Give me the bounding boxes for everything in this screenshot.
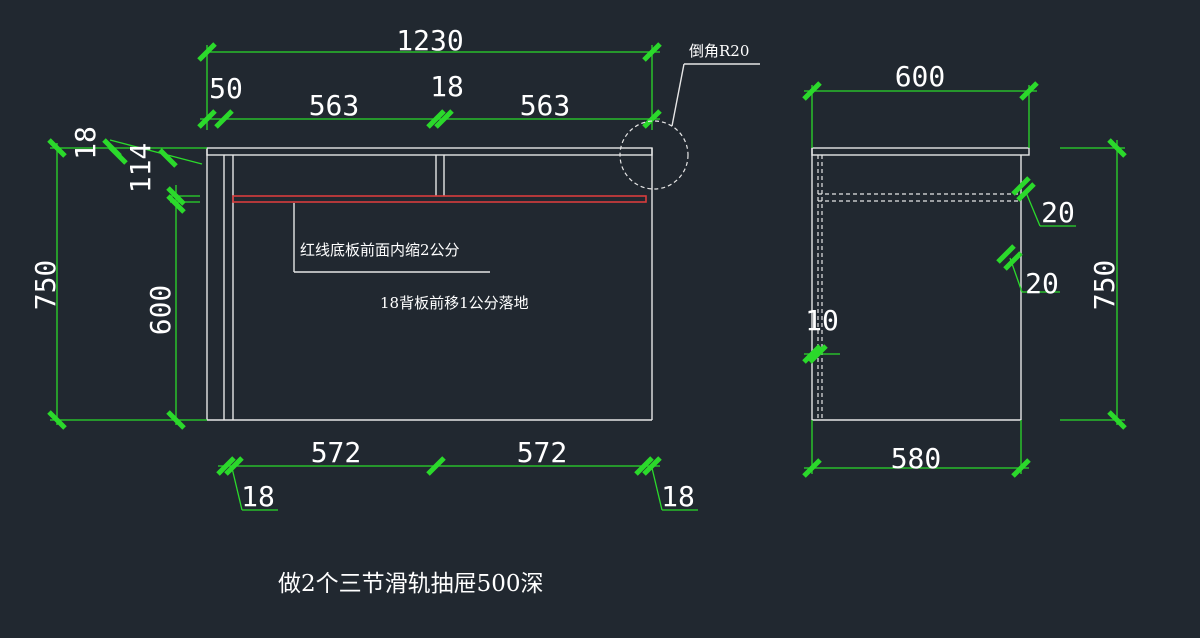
- dim-left-panel-label: 18: [241, 480, 275, 513]
- dim-top-stack: 18 114: [69, 126, 203, 194]
- dim-bottom-left-label: 572: [311, 436, 362, 469]
- dim-side-back-gap: 10: [802, 304, 840, 364]
- dim-side-height-label: 750: [1088, 260, 1121, 311]
- dim-right-panel-label: 18: [661, 480, 695, 513]
- dim-top-gap-label: 114: [124, 143, 157, 194]
- dim-side-top: 600: [802, 60, 1039, 148]
- dim-divider-label: 18: [430, 70, 464, 103]
- dim-span-right-label: 563: [520, 89, 571, 122]
- dim-side-top-label: 600: [895, 60, 946, 93]
- note-red-line: 红线底板前面内缩2公分: [300, 241, 460, 259]
- dim-side-gap-1-label: 20: [1041, 196, 1075, 229]
- dim-side-gap-2-label: 20: [1025, 267, 1059, 300]
- front-notes: 红线底板前面内缩2公分 18背板前移1公分落地: [293, 203, 529, 312]
- dim-second-row: 50 563 18 563: [197, 70, 662, 129]
- dim-bottom-row: 572 572 18 18: [216, 436, 698, 513]
- dim-total-width: 1230: [197, 24, 662, 130]
- front-red-line: [232, 195, 647, 203]
- front-view: 1230 50 563 18 563 倒角R20: [29, 24, 760, 513]
- dim-inner-height-label: 600: [144, 285, 177, 336]
- dim-side-gaps: 20 20: [996, 176, 1076, 300]
- side-top-board: [811, 147, 1030, 156]
- dim-bottom-right-label: 572: [517, 436, 568, 469]
- dim-total-width-label: 1230: [396, 24, 463, 57]
- dim-inner-height: 600: [144, 185, 200, 430]
- side-view: 600 580 750 20: [802, 60, 1127, 478]
- dim-left-offset-label: 50: [209, 72, 243, 105]
- note-back-panel: 18背板前移1公分落地: [380, 294, 529, 312]
- front-top-board: [206, 147, 653, 156]
- dim-side-height: 750: [1060, 138, 1127, 430]
- drawing-caption: 做2个三节滑轨抽屉500深: [278, 571, 544, 597]
- corner-callout: 倒角R20: [619, 42, 760, 190]
- dim-total-height: 750: [29, 138, 207, 430]
- dim-top-thickness-label: 18: [69, 126, 102, 160]
- dim-total-height-label: 750: [29, 260, 62, 311]
- corner-note: 倒角R20: [689, 42, 749, 60]
- dim-side-bottom: 580: [802, 420, 1031, 478]
- dim-side-back-gap-label: 10: [805, 304, 839, 337]
- dim-side-bottom-label: 580: [891, 442, 942, 475]
- dim-span-left-label: 563: [309, 89, 360, 122]
